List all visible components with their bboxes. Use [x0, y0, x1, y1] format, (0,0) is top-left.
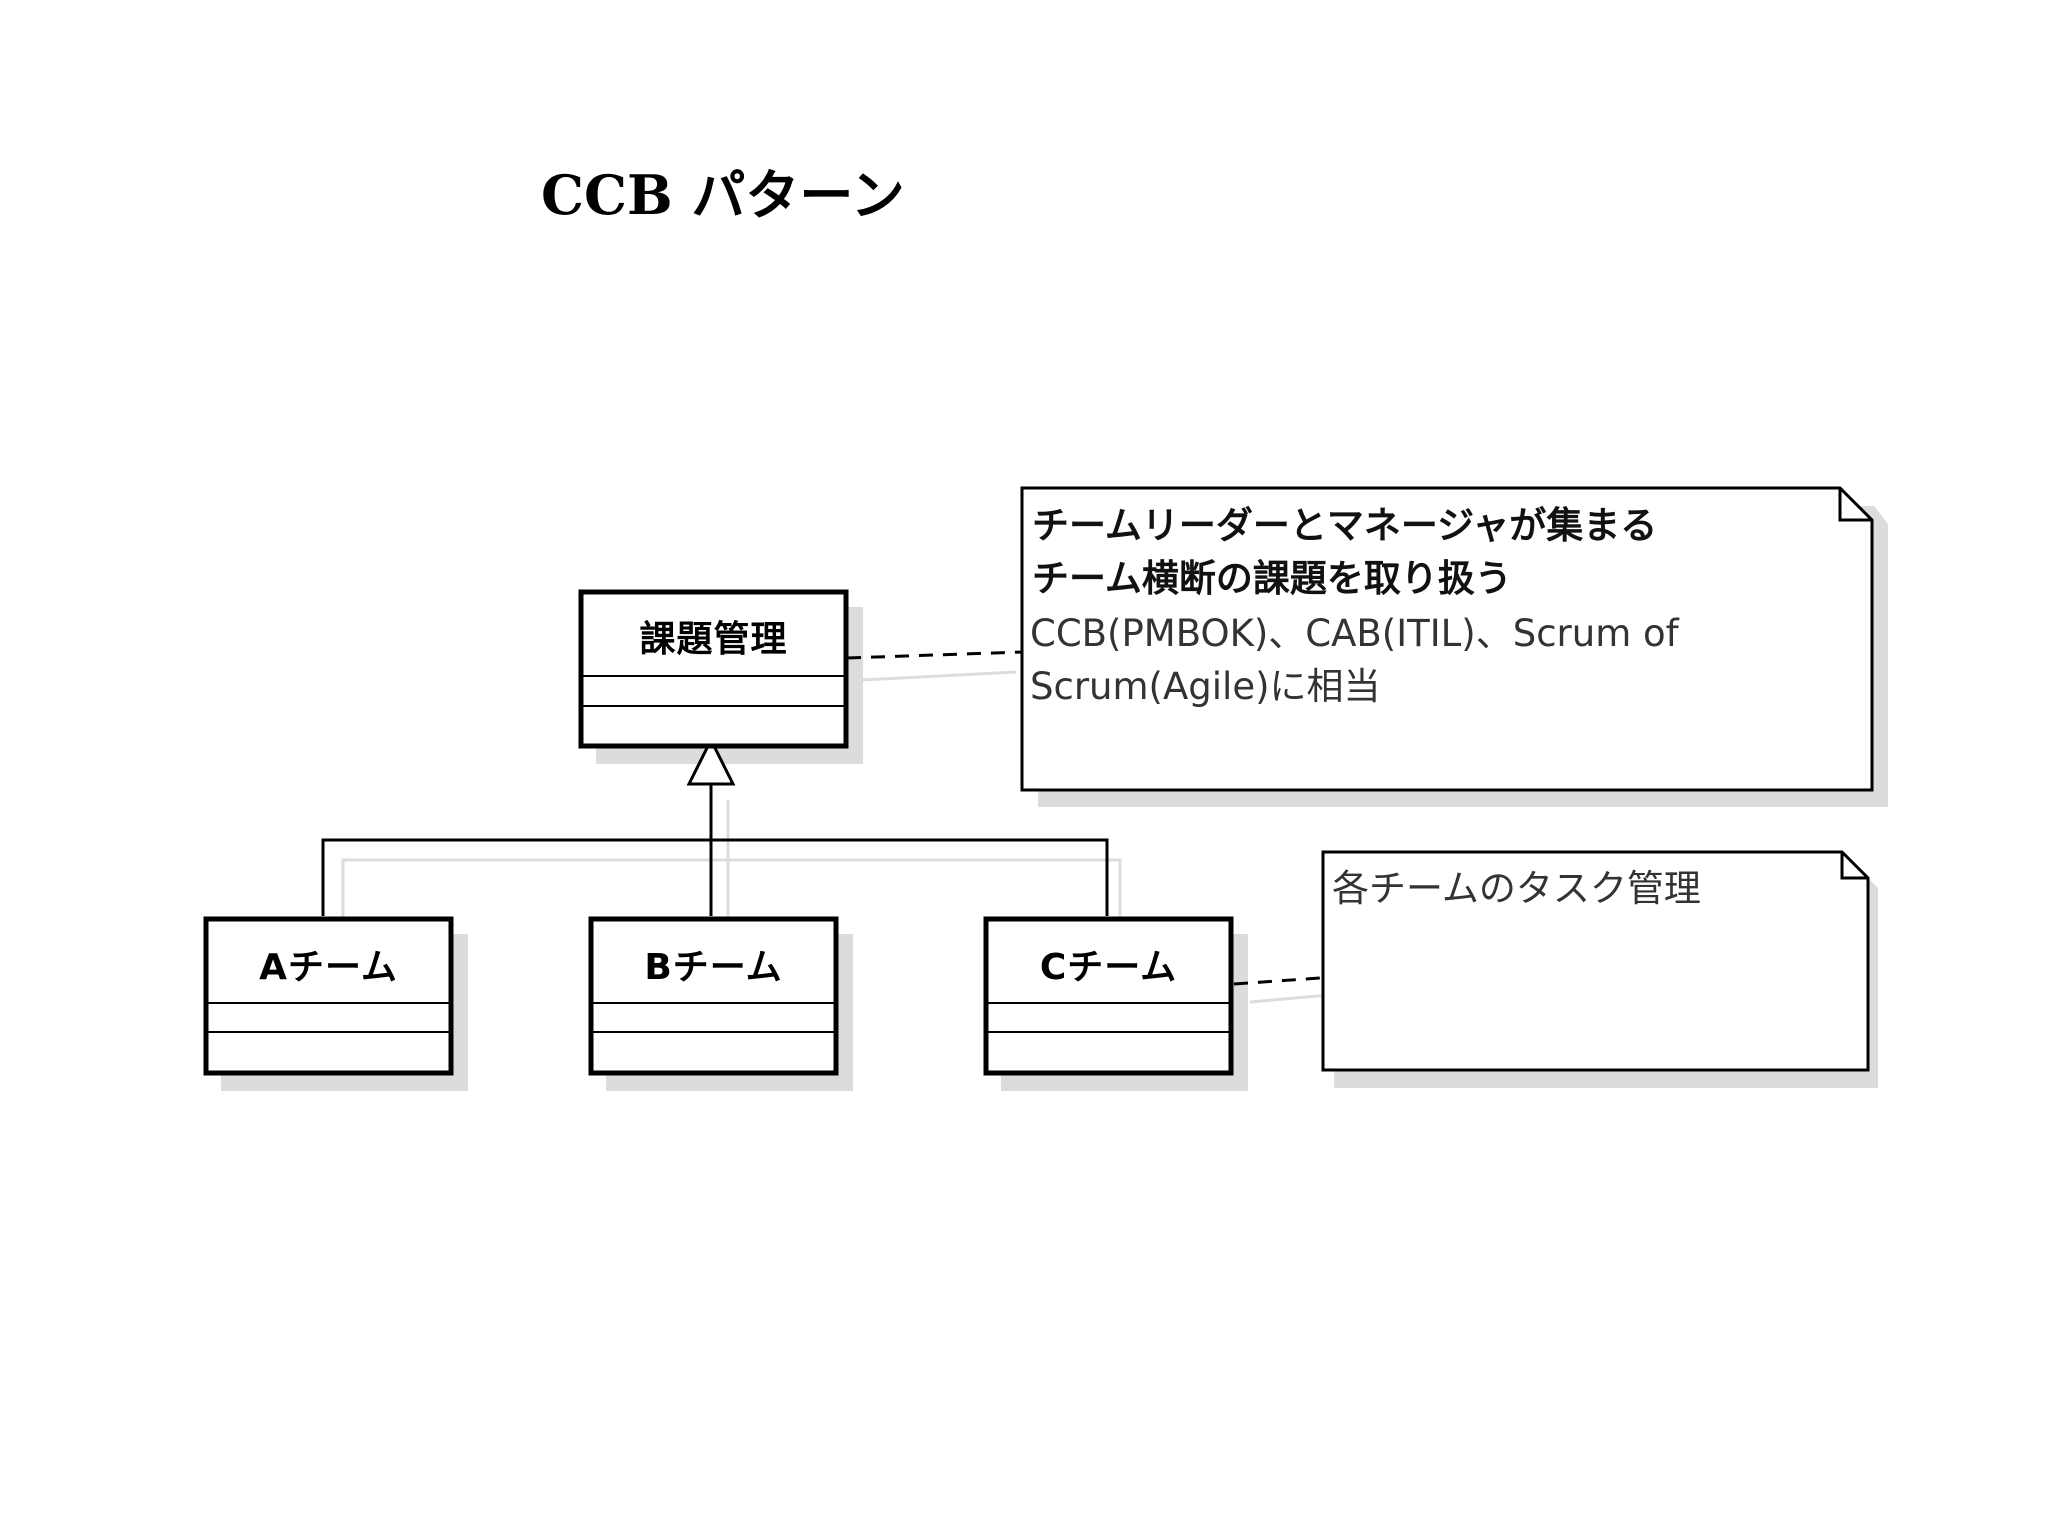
note-ccb[interactable] [1020, 486, 1874, 792]
generalization-lines [321, 780, 1109, 916]
class-name-team-b: Bチーム [644, 947, 783, 988]
note-ccb-line-2: チーム横断の課題を取り扱う [1032, 557, 1512, 600]
note-anchors [846, 650, 1321, 986]
page-title: CCB パターン [541, 163, 905, 227]
class-name-team-a: Aチーム [259, 947, 398, 988]
note-team[interactable] [1321, 850, 1870, 1072]
class-box-parent[interactable] [578, 589, 849, 749]
note-ccb-fold [1838, 488, 1872, 522]
note-team-line-1: 各チームのタスク管理 [1332, 867, 1701, 910]
class-name-team-c: Cチーム [1039, 947, 1178, 988]
class-name-parent: 課題管理 [639, 619, 788, 660]
class-box-team-a[interactable] [203, 916, 454, 1076]
class-box-team-c[interactable] [983, 916, 1234, 1076]
inheritance-arrow [686, 736, 736, 786]
note-ccb-line-4: Scrum(Agile)に相当 [1030, 665, 1381, 708]
note-ccb-line-3: CCB(PMBOK)、CAB(ITIL)、Scrum of [1030, 612, 1679, 655]
class-boxes [203, 589, 1234, 1076]
note-shapes [1020, 486, 1874, 1072]
note-team-fold [1840, 852, 1868, 880]
shadow-connectors [341, 670, 1341, 1004]
class-box-team-b[interactable] [588, 916, 839, 1076]
compartment-dividers [208, 675, 1229, 1033]
note-ccb-line-1: チームリーダーとマネージャが集まる [1032, 504, 1658, 547]
